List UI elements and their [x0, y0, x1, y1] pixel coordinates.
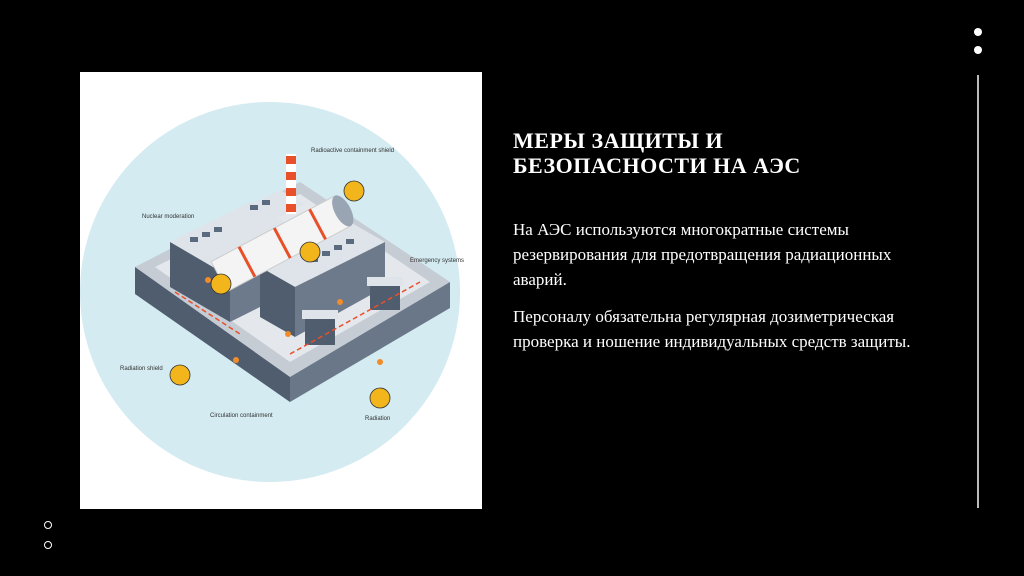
- nuclear-plant-illustration: Radioactive containment shield Nuclear m…: [80, 72, 482, 509]
- paragraph: Персоналу обязательна регулярная дозимет…: [513, 307, 911, 351]
- decor-ring: [44, 541, 52, 549]
- label-nuclear: Nuclear moderation: [142, 214, 194, 220]
- label-circulation: Circulation containment: [210, 413, 273, 419]
- decor-dot: [974, 46, 982, 54]
- label-containment: Radioactive containment shield: [311, 148, 394, 154]
- label-emergency: Emergency systems: [410, 258, 464, 264]
- decor-ring: [44, 521, 52, 529]
- paragraph: На АЭС используются многократные системы…: [513, 220, 892, 289]
- slide-title: МЕРЫ ЗАЩИТЫ И БЕЗОПАСНОСТИ НА АЭС: [513, 128, 801, 178]
- slide-body: На АЭС используются многократные системы…: [513, 217, 943, 366]
- decor-line: [977, 75, 979, 508]
- label-radiation-shield: Radiation shield: [120, 366, 163, 372]
- label-radiation: Radiation: [365, 416, 390, 422]
- decor-dot: [974, 28, 982, 36]
